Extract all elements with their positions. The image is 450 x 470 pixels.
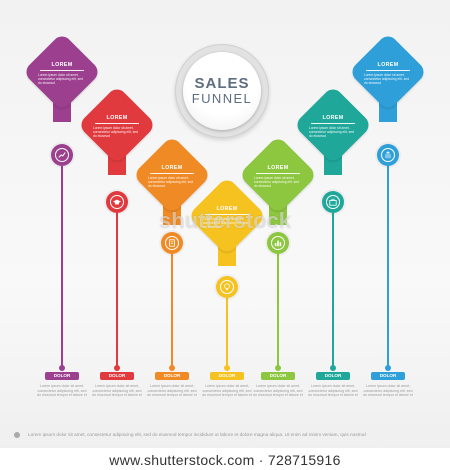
stage-caption: Lorem ipsum dolor sit amet, consectetur … [202,384,252,397]
stage-pill: DOLOR [155,372,189,380]
stage-connector-line [116,213,118,368]
arrows-icon [381,148,395,162]
stage-body: Lorem ipsum dolor sit amet, consectetur … [148,175,193,188]
stage-label: LOREM [377,62,399,68]
stage-pill: DOLOR [210,372,244,380]
stage-divider [256,173,300,174]
stage-label: LOREM [106,115,128,121]
stage-text: LOREM Lorem ipsum dolor sit amet, consec… [85,115,149,138]
stage-connector-line [226,298,228,368]
stage-text: LOREM Lorem ipsum dolor sit amet, consec… [195,206,259,229]
lightbulb-icon [220,280,234,294]
stage-divider [40,70,84,71]
footer-bullet [14,432,20,438]
stage-body: Lorem ipsum dolor sit amet, consectetur … [254,175,299,188]
stage-text: LOREM Lorem ipsum dolor sit amet, consec… [246,165,310,188]
stage-connector-line [277,254,279,368]
center-title-badge: SALES FUNNEL [175,44,269,138]
stage-body: Lorem ipsum dolor sit amet, consectetur … [93,125,138,138]
stage-end-dot [224,365,230,371]
stage-caption: Lorem ipsum dolor sit amet, consectetur … [363,384,413,397]
stage-end-dot [385,365,391,371]
stage-label: LOREM [51,62,73,68]
stage-pill: DOLOR [100,372,134,380]
trend-chart-icon [55,148,69,162]
stage-end-dot [330,365,336,371]
stage-label: LOREM [322,115,344,121]
watermark-text: www.shutterstock.com · 728715916 [109,452,341,468]
stage-caption: Lorem ipsum dolor sit amet, consectetur … [253,384,303,397]
stage-connector-line [387,166,389,368]
stage-pill: DOLOR [371,372,405,380]
stage-end-dot [275,365,281,371]
stage-connector-line [332,213,334,368]
stage-divider [205,214,249,215]
stage-caption: Lorem ipsum dolor sit amet, consectetur … [37,384,87,397]
stage-text: LOREM Lorem ipsum dolor sit amet, consec… [356,62,420,85]
center-title-line1: SALES [194,75,250,92]
stage-divider [95,123,139,124]
stage-text: LOREM Lorem ipsum dolor sit amet, consec… [140,165,204,188]
briefcase-icon [326,195,340,209]
stage-caption: Lorem ipsum dolor sit amet, consectetur … [92,384,142,397]
stage-caption: Lorem ipsum dolor sit amet, consectetur … [308,384,358,397]
stage-label: LOREM [267,165,289,171]
center-title-line2: FUNNEL [191,91,253,106]
stage-divider [150,173,194,174]
stage-label: LOREM [161,165,183,171]
center-title-inner: SALES FUNNEL [183,52,261,130]
stage-body: Lorem ipsum dolor sit amet, consectetur … [364,72,409,85]
stage-end-dot [169,365,175,371]
stage-text: LOREM Lorem ipsum dolor sit amet, consec… [30,62,94,85]
bar-chart-icon [271,236,285,250]
watermark-band [0,448,450,470]
stage-pill: DOLOR [261,372,295,380]
stage-divider [311,123,355,124]
stage-pill: DOLOR [45,372,79,380]
stage-connector-line [61,166,63,368]
stage-body: Lorem ipsum dolor sit amet, consectetur … [38,72,83,85]
stage-text: LOREM Lorem ipsum dolor sit amet, consec… [301,115,365,138]
stage-body: Lorem ipsum dolor sit amet, consectetur … [309,125,354,138]
footer-text: Lorem ipsum dolor sit amet, consectetur … [28,432,366,437]
stage-end-dot [114,365,120,371]
document-icon [165,236,179,250]
stage-divider [366,70,410,71]
stage-pill: DOLOR [316,372,350,380]
stage-connector-line [171,254,173,368]
stage-caption: Lorem ipsum dolor sit amet, consectetur … [147,384,197,397]
stage-label: LOREM [216,206,238,212]
graduation-cap-icon [110,195,124,209]
stage-body: Lorem ipsum dolor sit amet, consectetur … [203,216,248,229]
stage-end-dot [59,365,65,371]
